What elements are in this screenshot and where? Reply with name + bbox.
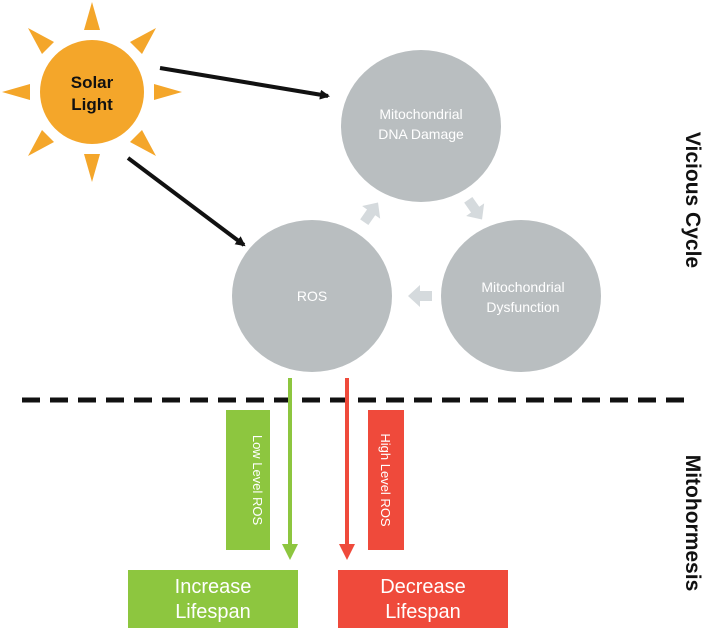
node-ros <box>232 220 392 372</box>
sun-to-ros-arrow <box>126 156 246 247</box>
sun-label-line2: Light <box>71 95 113 114</box>
outcome-decrease-line2: Lifespan <box>385 601 461 623</box>
sun-rays <box>2 2 182 182</box>
sun-icon: Solar Light <box>2 2 182 182</box>
node-dna-damage <box>341 50 501 202</box>
low-ros-arrow-head <box>282 544 298 560</box>
outcome-increase-line1: Increase <box>175 576 252 598</box>
node-dna-damage-line1: Mitochondrial <box>379 106 462 122</box>
high-ros-arrow-head <box>339 544 355 560</box>
sun-label-line1: Solar <box>71 73 114 92</box>
sun-to-dna-arrow <box>159 66 330 100</box>
high-ros-label-box <box>368 410 404 550</box>
node-dysfunction-line2: Dysfunction <box>486 299 559 315</box>
outcome-increase-line2: Lifespan <box>175 601 251 623</box>
outcome-decrease-box <box>338 570 508 628</box>
low-ros-label-box <box>226 410 270 550</box>
cycle-arrow-ros-to-dna <box>360 202 381 226</box>
cycle-arrow-dna-to-dysfunction <box>464 196 485 220</box>
node-dna-damage-line2: DNA Damage <box>378 126 464 142</box>
side-label-vicious-cycle: Vicious Cycle <box>681 132 704 268</box>
outcome-decrease-line1: Decrease <box>380 576 466 598</box>
sun-disc <box>40 40 144 144</box>
outcome-increase-box <box>128 570 298 628</box>
cycle-arrow-dysfunction-to-ros <box>408 285 432 307</box>
node-dysfunction <box>441 220 601 372</box>
node-dysfunction-line1: Mitochondrial <box>481 279 564 295</box>
side-label-mitohormesis: Mitohormesis <box>681 455 704 592</box>
high-ros-label: High Level ROS <box>378 433 393 527</box>
low-ros-label: Low Level ROS <box>250 435 265 526</box>
node-ros-label: ROS <box>297 288 327 304</box>
